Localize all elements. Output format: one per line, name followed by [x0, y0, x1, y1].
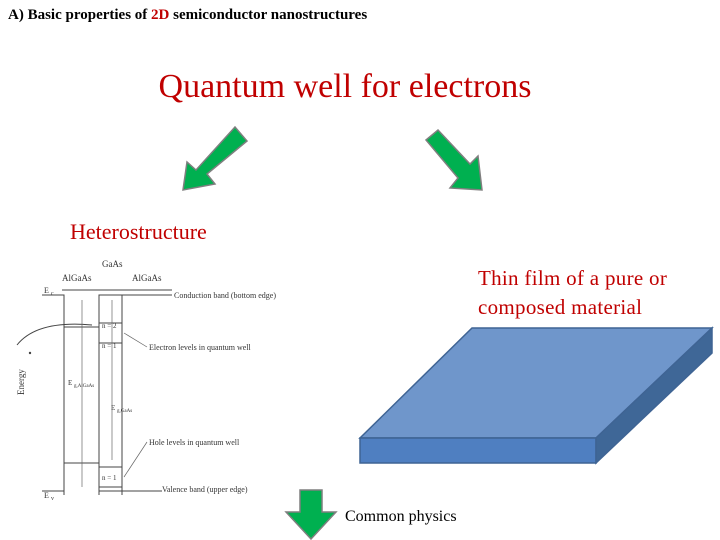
- thin-film-slab: [358, 326, 714, 465]
- energy-axis-label: Energy: [16, 369, 26, 395]
- diagram-left-material: AlGaAs: [62, 273, 92, 283]
- valence-band-label: Valence band (upper edge): [162, 485, 248, 494]
- slide-header: A) Basic properties of 2D semiconductor …: [8, 7, 367, 24]
- ec-subscript: c: [51, 291, 54, 297]
- arrow-down-left-icon: [182, 125, 249, 191]
- gap-gaas-subscript: g,GaAs: [117, 409, 132, 414]
- ev-subscript: v: [51, 496, 54, 502]
- arrow-down-right-icon: [424, 128, 483, 191]
- slide-title: Quantum well for electrons: [158, 68, 532, 105]
- gap-gaas-label: E: [111, 404, 115, 412]
- diagram-right-material: AlGaAs: [132, 273, 162, 283]
- common-physics-label: Common physics: [345, 508, 457, 525]
- ec-label: E: [44, 286, 49, 295]
- thin-film-label: Thin film of a pure or composed material: [478, 264, 667, 322]
- n2-label: n = 2: [102, 322, 117, 330]
- header-prefix: A) Basic properties of: [8, 7, 152, 23]
- n1-label: n = 1: [102, 342, 117, 350]
- header-highlight: 2D: [151, 7, 170, 23]
- conduction-band-label: Conduction band (bottom edge): [174, 291, 276, 300]
- gap-algaas-label: E: [68, 379, 72, 387]
- thin-film-line-1: Thin film of a pure or: [478, 266, 668, 290]
- electron-levels-label: Electron levels in quantum well: [149, 343, 252, 352]
- ev-label: E: [44, 491, 49, 500]
- thin-film-line-2: composed material: [478, 295, 643, 319]
- diagram-top-material: GaAs: [102, 259, 123, 269]
- header-suffix: semiconductor nanostructures: [169, 7, 368, 23]
- gap-algaas-subscript: g,AlGaAs: [74, 384, 94, 389]
- hole-levels-label: Hole levels in quantum well: [149, 438, 240, 447]
- band-diagram: GaAs AlGaAs AlGaAs E c E v Conduction ba…: [16, 259, 276, 502]
- arrow-down-icon: [284, 489, 338, 540]
- heterostructure-label: Heterostructure: [70, 219, 207, 244]
- hole-n1-label: n = 1: [102, 474, 117, 482]
